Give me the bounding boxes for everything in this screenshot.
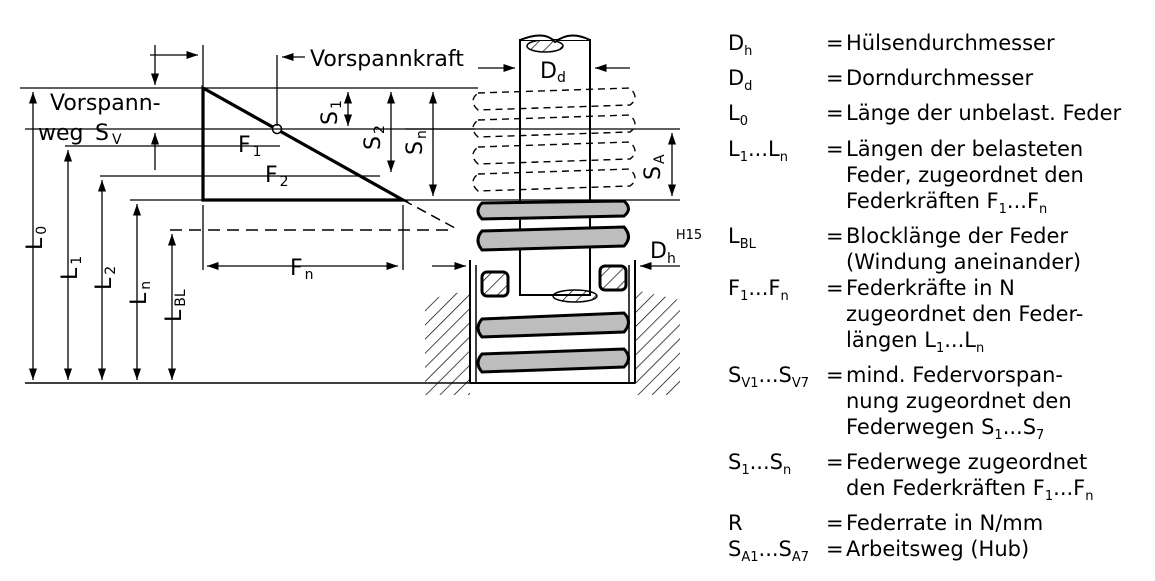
legend-description: Federrate in N/mm <box>846 511 1044 536</box>
dimension-lines <box>28 45 680 380</box>
legend-equals: = <box>826 450 844 475</box>
label-dd: Dd <box>540 59 566 86</box>
label-s1: S1 <box>318 100 345 125</box>
legend-description: Längen der belasteten Feder, zugeordnet … <box>846 136 1084 217</box>
label-s2: S2 <box>361 125 388 150</box>
legend-symbol: L0 <box>728 101 748 130</box>
legend-row: F1...Fn =Federkräfte in N zugeordnet den … <box>728 275 1148 362</box>
reference-lines <box>20 87 680 201</box>
legend-row: Dh =Hülsendurchmesser <box>728 30 1148 65</box>
legend-description: Federwege zugeordnet den Federkräften F1… <box>846 450 1094 505</box>
legend-row: SV1...SV7 =mind. Federvorspan- nung zugeo… <box>728 362 1148 449</box>
label-l2: L2 <box>92 266 119 290</box>
label-l0: L0 <box>23 226 50 250</box>
legend-symbol: Dd <box>728 66 753 95</box>
legend-symbol: F1...Fn <box>728 275 789 304</box>
legend-row: L1...Ln =Längen der belasteten Feder, zug… <box>728 136 1148 223</box>
legend-row: LBL =Blocklänge der Feder (Windung aneina… <box>728 223 1148 275</box>
legend-symbol: LBL <box>728 223 756 252</box>
legend-symbol: S1...Sn <box>728 450 792 479</box>
legend-description: Federkräfte in N zugeordnet den Feder- l… <box>846 275 1084 356</box>
legend-symbol: R <box>728 511 743 536</box>
label-vorspannweg-line2: weg <box>38 121 84 146</box>
legend-symbol: Dh <box>728 31 753 60</box>
legend-equals: = <box>826 537 844 562</box>
legend-row: L0 =Länge der unbelast. Feder <box>728 100 1148 135</box>
label-sn: Sn <box>403 130 430 155</box>
label-lbl: LBL <box>162 289 189 322</box>
label-ln: Ln <box>127 281 154 305</box>
legend-description: Blocklänge der Feder (Windung aneinander… <box>846 223 1082 274</box>
legend-equals: = <box>826 101 844 126</box>
label-l1: L1 <box>58 256 85 280</box>
label-dh: DhH15 <box>650 228 702 267</box>
mandrel <box>519 34 598 303</box>
legend-description: Arbeitsweg (Hub) <box>846 537 1030 562</box>
legend-symbol: SA1...SA7 <box>728 537 810 566</box>
force-triangle <box>170 85 456 231</box>
legend-equals: = <box>826 66 844 91</box>
legend-symbol: SV1...SV7 <box>728 362 810 392</box>
legend-row: R =Federrate in N/mm <box>728 510 1148 536</box>
legend-equals: = <box>826 362 844 387</box>
spring-loaded <box>476 199 630 374</box>
label-vorspannkraft: Vorspannkraft <box>310 47 464 72</box>
legend-row: SA1...SA7 =Arbeitsweg (Hub) <box>728 536 1148 571</box>
spring-unloaded <box>472 87 636 192</box>
legend-description: Länge der unbelast. Feder <box>846 101 1122 126</box>
label-sa: SA <box>641 154 668 180</box>
legend-symbol: L1...Ln <box>728 136 788 165</box>
legend-row: Dd =Dorndurchmesser <box>728 65 1148 100</box>
legend-equals: = <box>826 31 844 55</box>
legend-equals: = <box>826 511 844 536</box>
housing-hatching <box>425 260 680 395</box>
legend-row: S1...Sn =Federwege zugeordnet den Federkr… <box>728 449 1148 510</box>
legend-equals: = <box>826 275 844 300</box>
legend-description: mind. Federvorspan- nung zugeordnet den … <box>846 362 1072 444</box>
legend-equals: = <box>826 136 844 161</box>
legend-equals: = <box>826 223 844 248</box>
label-vorspannweg-line1: Vorspann- <box>50 91 161 116</box>
legend-description: Hülsendurchmesser <box>846 31 1055 55</box>
legend-description: Dorndurchmesser <box>846 66 1034 91</box>
